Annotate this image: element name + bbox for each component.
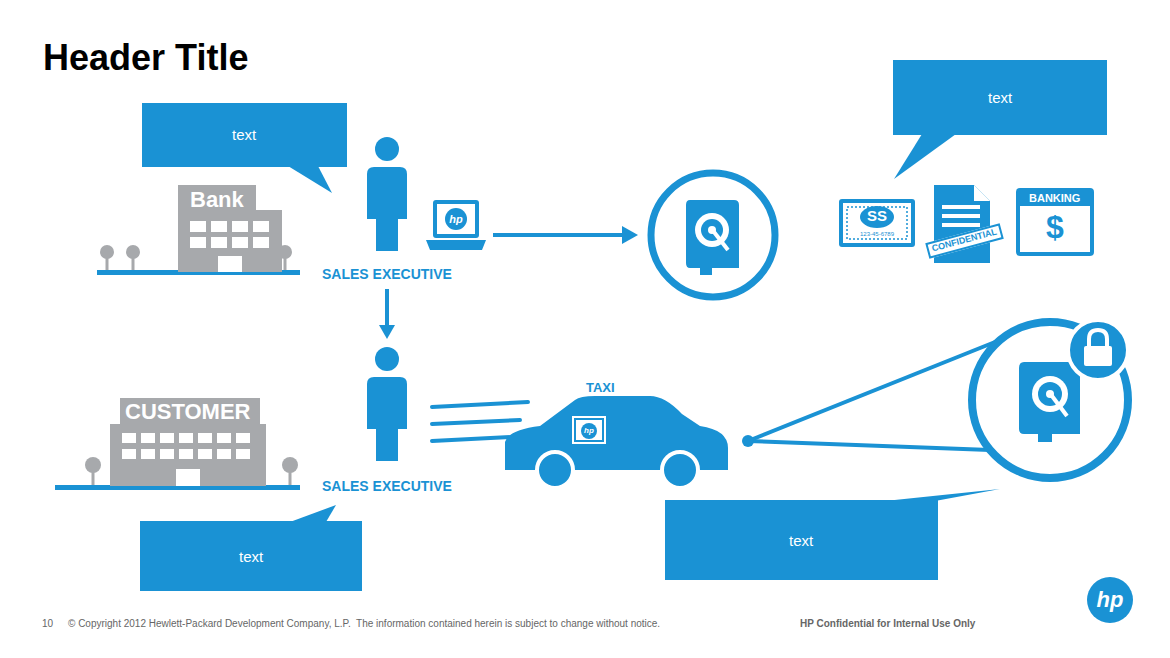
building-sign: CUSTOMER (125, 400, 251, 424)
callout-box: text (665, 500, 938, 580)
callout-tail (288, 166, 332, 193)
confidential-document: CONFIDENTIAL (928, 183, 1008, 265)
customer-building: CUSTOMER (108, 396, 268, 486)
laptop (426, 200, 486, 250)
banking-panel: BANKING $ (1016, 188, 1094, 256)
sales-executive: SALES EXECUTIVE (312, 133, 462, 285)
hard-drive (686, 200, 739, 275)
arrowhead (622, 226, 638, 244)
callout-tail (894, 134, 956, 179)
callout-text: text (232, 127, 256, 144)
card-number: 123-45-6789 (860, 231, 894, 238)
callout-tail (290, 505, 336, 522)
drive-circle (651, 173, 775, 297)
hp-logo: hp (581, 423, 597, 439)
sales-executive-art (312, 133, 462, 285)
card-mark: SS (867, 208, 887, 225)
taxi-art (500, 378, 735, 490)
hp-logo: hp (445, 208, 467, 230)
role-label: SALES EXECUTIVE (322, 267, 452, 282)
copyright-note: © Copyright 2012 Hewlett-Packard Develop… (68, 618, 660, 629)
callout-box: text (142, 103, 347, 167)
ssn-card: SS 123-45-6789 (838, 198, 916, 248)
callout-text: text (988, 90, 1012, 107)
taxi: TAXI (500, 378, 735, 490)
panel-heading: BANKING (1029, 192, 1080, 204)
lock-icon (1068, 320, 1128, 380)
bank-building: Bank (176, 183, 284, 272)
flow-arrow (493, 233, 624, 237)
callout-box: text (893, 60, 1107, 135)
vehicle-label: TAXI (586, 381, 615, 395)
header-title: Header Title (43, 38, 248, 78)
confidentiality-note: HP Confidential for Internal Use Only (800, 618, 975, 629)
callout-text: text (239, 549, 263, 566)
sales-executive-art (312, 343, 462, 498)
callout-text: text (789, 533, 813, 550)
role-label: SALES EXECUTIVE (322, 479, 452, 494)
hp-logo: hp (1087, 577, 1133, 623)
flow-connector (379, 289, 395, 339)
currency-symbol: $ (1046, 210, 1064, 245)
callout-box: text (140, 521, 362, 591)
page-number: 10 (42, 618, 53, 629)
building-sign: Bank (190, 188, 244, 212)
sales-executive: SALES EXECUTIVE (312, 343, 462, 498)
